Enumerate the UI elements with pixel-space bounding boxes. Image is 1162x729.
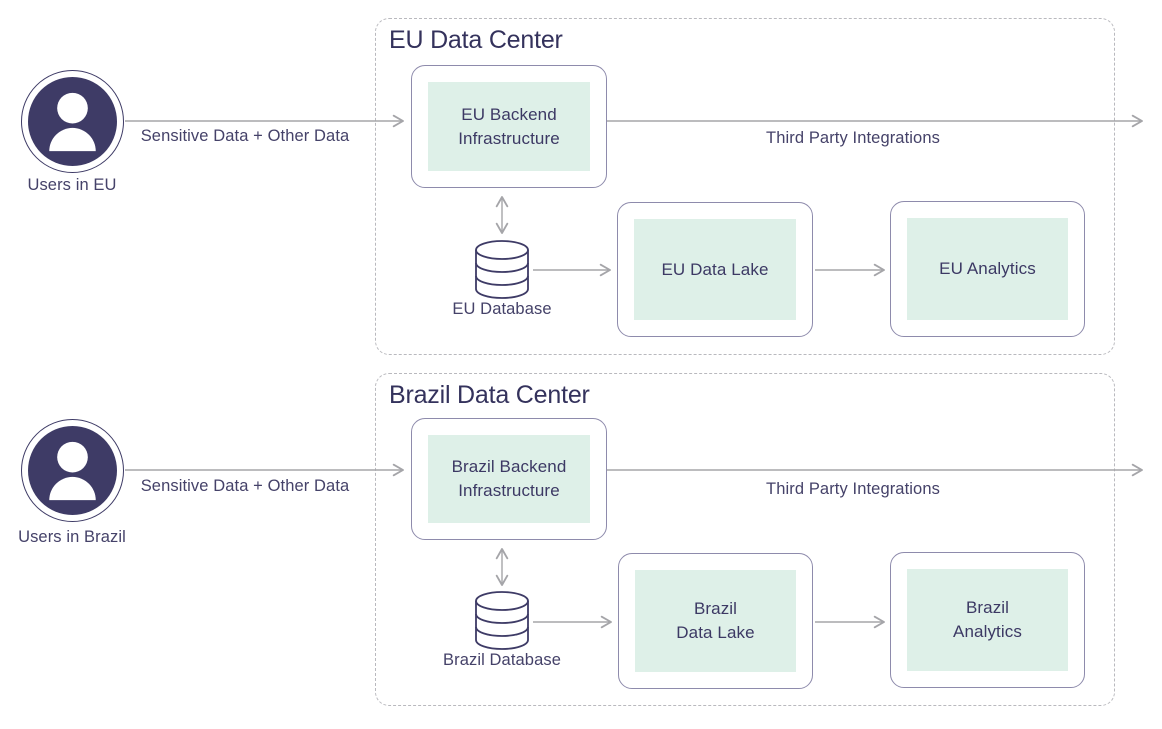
eu-backend-node: EU Backend Infrastructure [411,65,607,188]
brazil-third-party-label: Third Party Integrations [766,480,940,498]
eu-backend-label: EU Backend Infrastructure [458,104,560,148]
eu-data-lake-panel: EU Data Lake [634,219,796,320]
eu-third-party-label: Third Party Integrations [766,129,940,147]
brazil-database-label: Brazil Database [443,651,561,669]
brazil-analytics-panel: Brazil Analytics [907,569,1068,671]
person-glyph [49,92,96,152]
brazil-backend-panel: Brazil Backend Infrastructure [428,435,590,523]
brazil-analytics-label: Brazil Analytics [953,598,1022,641]
brazil-sensitive-data-label: Sensitive Data + Other Data [140,477,350,495]
eu-sensitive-data-label: Sensitive Data + Other Data [140,127,350,145]
brazil-data-lake-panel: Brazil Data Lake [635,570,796,672]
brazil-users-icon [21,419,124,522]
brazil-analytics-node: Brazil Analytics [890,552,1085,688]
brazil-users-label: Users in Brazil [18,528,126,546]
eu-backend-panel: EU Backend Infrastructure [428,82,590,171]
brazil-data-lake-label: Brazil Data Lake [676,599,755,642]
eu-analytics-panel: EU Analytics [907,218,1068,320]
eu-data-lake-label: EU Data Lake [661,259,769,279]
eu-data-center-box: EU Data Center [375,18,1115,355]
person-glyph [49,441,96,501]
brazil-data-center-title: Brazil Data Center [389,381,590,409]
person-icon [28,426,117,515]
eu-users-icon [21,70,124,173]
eu-analytics-node: EU Analytics [890,201,1085,337]
eu-analytics-label: EU Analytics [939,259,1036,279]
brazil-backend-label: Brazil Backend Infrastructure [451,457,567,500]
eu-data-lake-node: EU Data Lake [617,202,813,337]
eu-database-label: EU Database [452,300,552,318]
eu-data-center-title: EU Data Center [389,26,563,54]
brazil-data-center-box: Brazil Data Center [375,373,1115,706]
person-icon [28,77,117,166]
eu-users-label: Users in EU [27,176,117,194]
brazil-backend-node: Brazil Backend Infrastructure [411,418,607,540]
brazil-data-lake-node: Brazil Data Lake [618,553,813,689]
